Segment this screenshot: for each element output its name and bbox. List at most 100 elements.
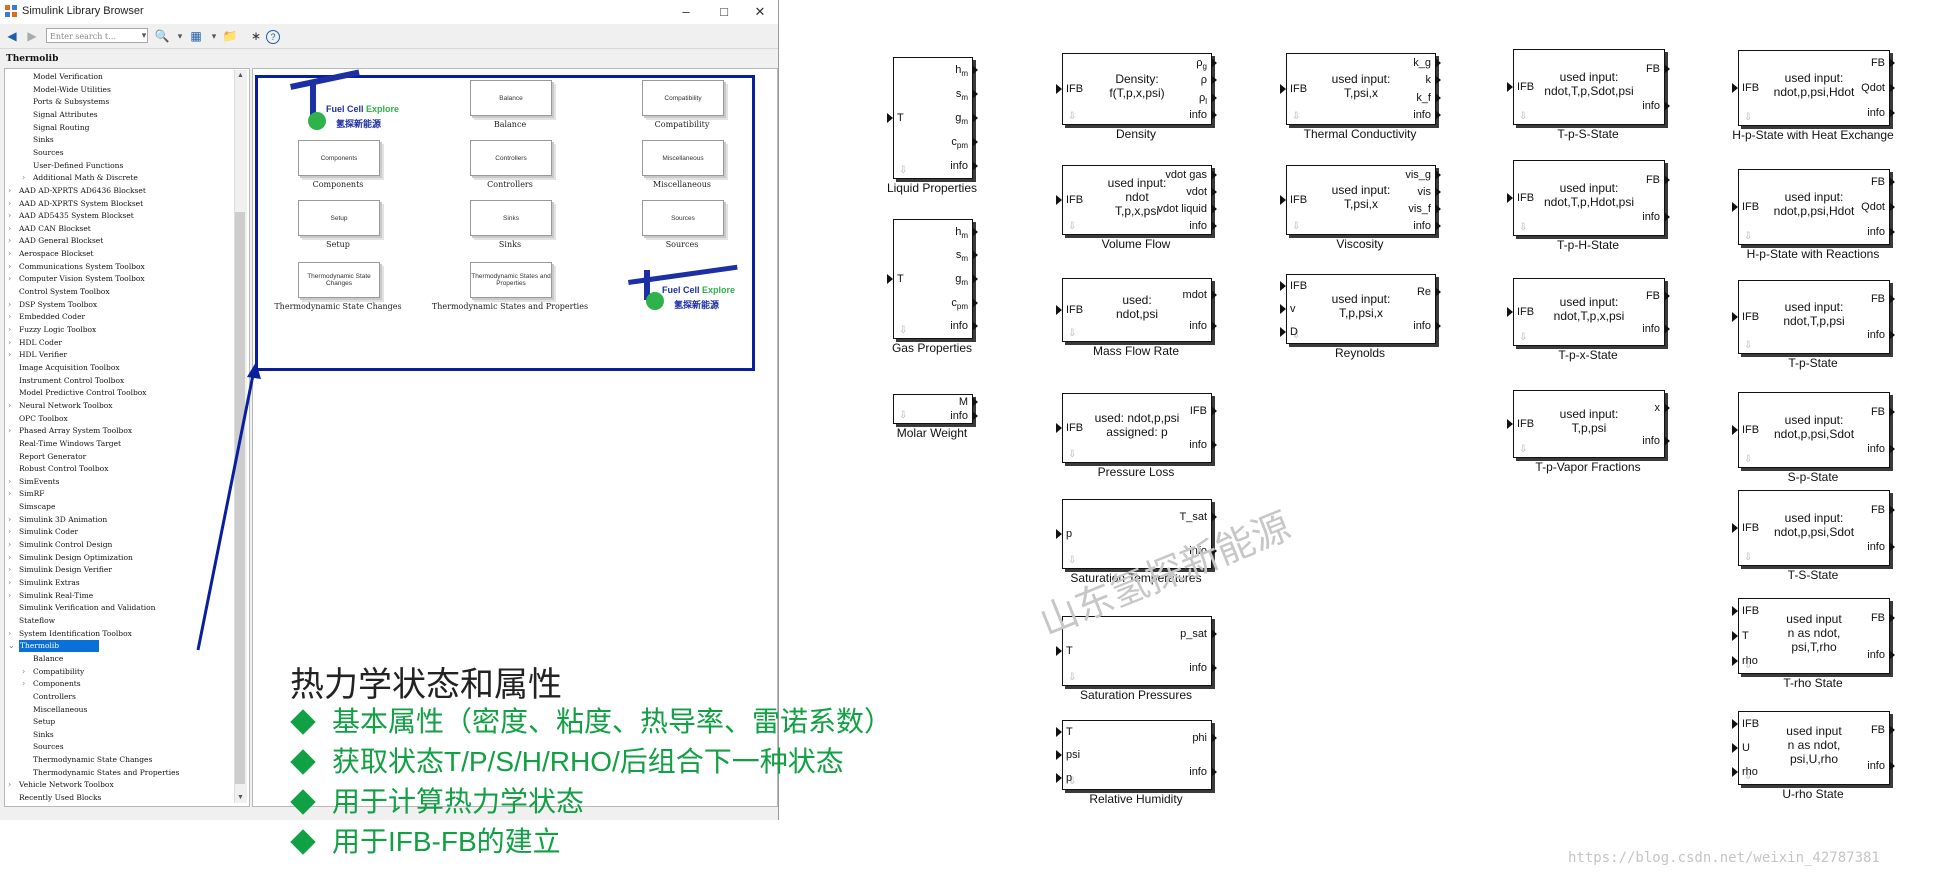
- input-port-arrow-icon[interactable]: [1507, 193, 1513, 203]
- tree-item[interactable]: ›Components: [5, 678, 237, 690]
- library-tile[interactable]: Compatibility: [642, 80, 724, 116]
- tree-item[interactable]: OPC Toolbox: [5, 413, 237, 425]
- output-port-arrow-icon[interactable]: [1889, 612, 1895, 623]
- output-port-arrow-icon[interactable]: [1211, 57, 1217, 68]
- expand-chevron-icon[interactable]: ›: [22, 666, 26, 676]
- tree-item[interactable]: ›SimEvents: [5, 476, 237, 488]
- output-port-arrow-icon[interactable]: [1435, 203, 1441, 214]
- input-port-arrow-icon[interactable]: [1056, 646, 1062, 656]
- output-port-arrow-icon[interactable]: [1211, 169, 1217, 180]
- tree-item[interactable]: Stateflow: [5, 615, 237, 627]
- tree-item[interactable]: ›Simulink Design Optimization: [5, 552, 237, 564]
- output-port-arrow-icon[interactable]: [1211, 203, 1217, 214]
- tree-item[interactable]: Balance: [5, 653, 237, 665]
- expand-chevron-icon[interactable]: ›: [8, 590, 12, 600]
- input-port-arrow-icon[interactable]: [1280, 84, 1286, 94]
- tree-item[interactable]: ›Simulink Extras: [5, 577, 237, 589]
- tree-item[interactable]: ›Vehicle Network Toolbox: [5, 779, 237, 791]
- expand-chevron-icon[interactable]: ›: [8, 552, 12, 562]
- tree-item[interactable]: ›Simulink Real-Time: [5, 590, 237, 602]
- output-port-arrow-icon[interactable]: [1889, 83, 1895, 93]
- output-port-arrow-icon[interactable]: [972, 113, 978, 123]
- tree-item[interactable]: Real-Time Windows Target: [5, 438, 237, 450]
- tree-item[interactable]: Image Acquisition Toolbox: [5, 362, 237, 374]
- input-port-arrow-icon[interactable]: [1732, 312, 1738, 322]
- input-port-arrow-icon[interactable]: [1732, 606, 1738, 617]
- back-arrow-icon[interactable]: ◀: [7, 29, 17, 43]
- expand-chevron-icon[interactable]: ›: [22, 679, 26, 689]
- tree-item[interactable]: Instrument Control Toolbox: [5, 375, 237, 387]
- output-port-arrow-icon[interactable]: [1664, 290, 1670, 301]
- expand-chevron-icon[interactable]: ›: [8, 514, 12, 524]
- expand-chevron-icon[interactable]: ›: [8, 540, 12, 550]
- library-tile[interactable]: Controllers: [470, 140, 552, 176]
- output-port-arrow-icon[interactable]: [1211, 186, 1217, 197]
- tree-item[interactable]: ›Simulink Coder: [5, 526, 237, 538]
- library-tile[interactable]: Thermodynamic State Changes: [298, 262, 380, 298]
- output-port-arrow-icon[interactable]: [1211, 546, 1217, 556]
- output-port-arrow-icon[interactable]: [1664, 63, 1670, 74]
- output-port-arrow-icon[interactable]: [972, 297, 978, 308]
- expand-chevron-icon[interactable]: ›: [8, 527, 12, 537]
- open-folder-icon[interactable]: 📁: [222, 29, 238, 43]
- pin-icon[interactable]: ∗: [250, 29, 262, 43]
- expand-chevron-icon[interactable]: ›: [8, 223, 12, 233]
- library-tile[interactable]: Balance: [470, 80, 552, 116]
- output-port-arrow-icon[interactable]: [1435, 169, 1441, 180]
- tree-item[interactable]: Signal Attributes: [5, 109, 237, 121]
- expand-chevron-icon[interactable]: ›: [8, 565, 12, 575]
- tree-item[interactable]: ›SimRF: [5, 488, 237, 500]
- output-port-arrow-icon[interactable]: [1435, 220, 1441, 231]
- output-port-arrow-icon[interactable]: [1889, 541, 1895, 552]
- output-port-arrow-icon[interactable]: [972, 397, 978, 407]
- search-dropdown-icon[interactable]: ▾: [141, 30, 147, 40]
- tree-item[interactable]: ›Simulink Design Verifier: [5, 564, 237, 576]
- tree-item[interactable]: Miscellaneous: [5, 704, 237, 716]
- input-port-arrow-icon[interactable]: [1732, 523, 1738, 533]
- expand-chevron-icon[interactable]: ›: [8, 476, 12, 486]
- input-port-arrow-icon[interactable]: [1732, 719, 1738, 729]
- output-port-arrow-icon[interactable]: [1211, 733, 1217, 743]
- new-dropdown-icon[interactable]: ▾: [211, 31, 217, 41]
- expand-chevron-icon[interactable]: ›: [8, 426, 12, 436]
- expand-chevron-icon[interactable]: ›: [8, 325, 12, 334]
- tree-item[interactable]: ›AAD AD5435 System Blockset: [5, 210, 237, 222]
- tree-item[interactable]: ›AAD AD-XPRTS System Blockset: [5, 198, 237, 210]
- tree-item[interactable]: ›HDL Coder: [5, 337, 237, 349]
- forward-arrow-icon[interactable]: ▶: [27, 29, 37, 43]
- tree-item[interactable]: Sources: [5, 741, 237, 753]
- tree-item[interactable]: User-Defined Functions: [5, 160, 237, 172]
- input-port-arrow-icon[interactable]: [1507, 82, 1513, 92]
- output-port-arrow-icon[interactable]: [1889, 226, 1895, 237]
- tree-item[interactable]: ›HDL Verifier: [5, 349, 237, 361]
- expand-chevron-icon[interactable]: ›: [8, 198, 12, 208]
- tree-item[interactable]: Report Generator: [5, 451, 237, 463]
- expand-chevron-icon[interactable]: ›: [8, 236, 12, 246]
- output-port-arrow-icon[interactable]: [1211, 512, 1217, 522]
- expand-chevron-icon[interactable]: ›: [8, 274, 12, 284]
- output-port-arrow-icon[interactable]: [1435, 92, 1441, 103]
- output-port-arrow-icon[interactable]: [1889, 294, 1895, 304]
- input-port-arrow-icon[interactable]: [887, 274, 893, 284]
- input-port-arrow-icon[interactable]: [1732, 631, 1738, 641]
- input-port-arrow-icon[interactable]: [1056, 84, 1062, 94]
- library-tile[interactable]: Sinks: [470, 200, 552, 236]
- output-port-arrow-icon[interactable]: [1889, 504, 1895, 515]
- expand-chevron-icon[interactable]: ›: [8, 312, 12, 322]
- input-port-arrow-icon[interactable]: [1056, 423, 1062, 433]
- expand-chevron-icon[interactable]: ›: [8, 489, 12, 499]
- input-port-arrow-icon[interactable]: [1732, 743, 1738, 753]
- tree-item[interactable]: ›Phased Array System Toolbox: [5, 425, 237, 437]
- output-port-arrow-icon[interactable]: [1211, 663, 1217, 673]
- expand-chevron-icon[interactable]: ›: [8, 350, 12, 360]
- expand-chevron-icon[interactable]: ›: [8, 185, 12, 195]
- expand-chevron-icon[interactable]: ›: [8, 628, 12, 638]
